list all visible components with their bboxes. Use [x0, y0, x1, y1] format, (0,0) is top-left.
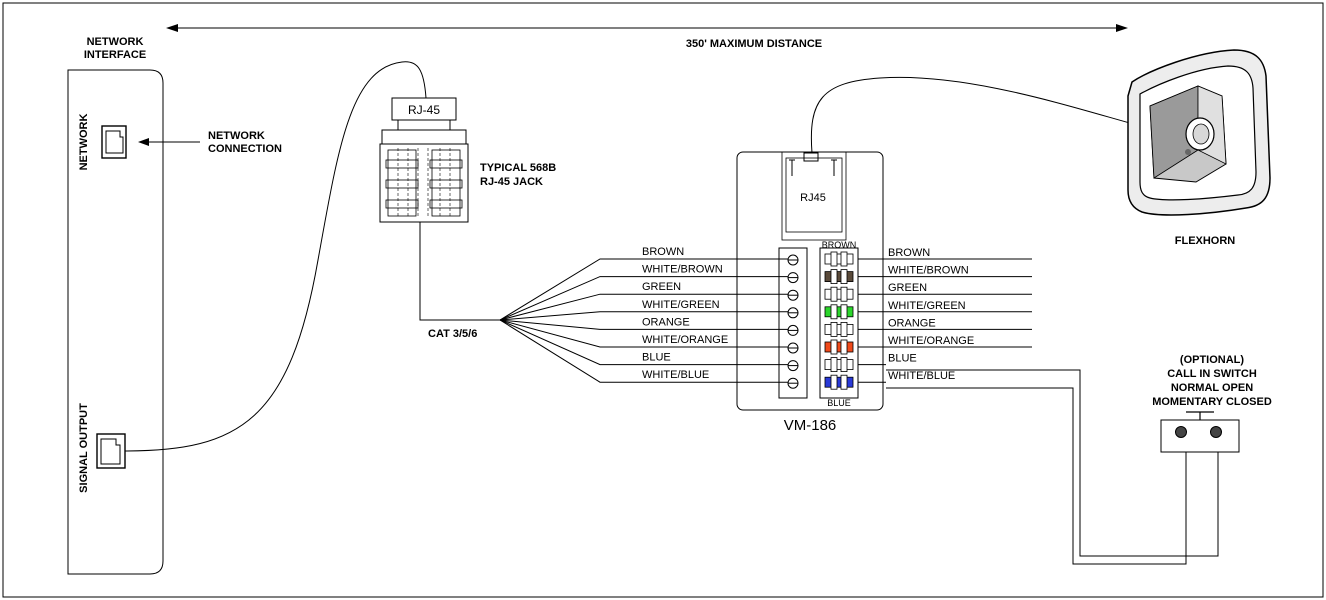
vm186-enclosure — [736, 151, 884, 411]
vm186-model-label: VM-186 — [784, 417, 837, 434]
network-interface-label-1: NETWORK — [87, 36, 144, 48]
jack-label-1: TYPICAL 568B — [480, 162, 556, 174]
switch-label-3: NORMAL OPEN — [1171, 382, 1253, 394]
screw-terminal — [787, 254, 799, 266]
distance-arrow — [166, 24, 1128, 32]
wire-left-label: WHITE/GREEN — [642, 299, 720, 311]
wire-left-0 — [499, 258, 793, 321]
switch-wire-blue — [886, 369, 1219, 557]
call-in-switch-icon — [1160, 411, 1240, 453]
wire-right-label: WHITE/BROWN — [888, 265, 969, 277]
switch-wire-white-blue — [886, 387, 1187, 565]
wire-left-3 — [499, 311, 793, 321]
wire-right-label: BLUE — [888, 353, 917, 365]
spring-terminals — [824, 251, 854, 390]
network-port-label: NETWORK — [78, 114, 90, 171]
spring-terminal — [824, 321, 854, 337]
switch-label-1: (OPTIONAL) — [1180, 354, 1244, 366]
network-connection-arrow — [138, 138, 200, 146]
wire-left-label: WHITE/BROWN — [642, 264, 723, 276]
wire-right-label: BROWN — [888, 247, 930, 259]
wire-left-label: WHITE/BLUE — [642, 369, 709, 381]
spring-terminal — [824, 374, 854, 390]
network-connection-label-2: CONNECTION — [208, 143, 282, 155]
wires-left: BROWN WHITE/BROWN GREEN WHITE/GREEN ORANGE WH… — [499, 246, 793, 383]
terminal-top-label: BROWN — [822, 240, 857, 250]
spring-terminal — [824, 269, 854, 285]
wire-left-label: BLUE — [642, 352, 671, 364]
cat-cable — [419, 222, 500, 321]
screw-terminal — [787, 324, 799, 336]
rj45-plug-label: RJ-45 — [408, 103, 440, 117]
spring-terminal — [824, 339, 854, 355]
cable-label: CAT 3/5/6 — [428, 328, 477, 340]
spring-terminal — [824, 357, 854, 373]
spring-terminal — [824, 286, 854, 302]
wire-left-1 — [499, 276, 793, 321]
terminal-bottom-label: BLUE — [827, 398, 851, 408]
wire-left-6 — [499, 319, 793, 366]
screw-terminal — [787, 272, 799, 284]
wire-left-label: WHITE/ORANGE — [642, 334, 728, 346]
wire-right-label: WHITE/ORANGE — [888, 335, 974, 347]
flexhorn-label: FLEXHORN — [1175, 235, 1236, 247]
distance-label: 350' MAXIMUM DISTANCE — [686, 38, 822, 50]
vm186-rj45-label: RJ45 — [800, 192, 826, 204]
screw-terminal — [787, 342, 799, 354]
spring-terminal — [824, 304, 854, 320]
switch-label-4: MOMENTARY CLOSED — [1152, 396, 1272, 408]
signal-output-port-icon — [96, 433, 126, 469]
switch-label-2: CALL IN SWITCH — [1167, 368, 1257, 380]
wire-right-label: GREEN — [888, 282, 927, 294]
wire-left-label: ORANGE — [642, 316, 690, 328]
wire-left-4 — [499, 319, 793, 330]
flexhorn-cable — [810, 76, 1149, 154]
spring-terminal — [824, 251, 854, 267]
vm186-rj45-port — [781, 151, 847, 241]
wire-left-label: GREEN — [642, 281, 681, 293]
screw-terminal — [787, 307, 799, 319]
flexhorn-icon — [1127, 49, 1271, 216]
wire-left-5 — [499, 319, 793, 348]
signal-cable — [124, 61, 427, 452]
network-connection-label-1: NETWORK — [208, 130, 265, 142]
wire-left-2 — [499, 293, 793, 321]
screw-terminals — [787, 254, 799, 389]
rj45-jack — [379, 97, 469, 223]
wire-right-label: ORANGE — [888, 317, 936, 329]
wire-right-label: WHITE/BLUE — [888, 370, 955, 382]
network-port-icon — [101, 125, 127, 159]
jack-label-2: RJ-45 JACK — [480, 176, 543, 188]
wires-right: BROWN WHITE/BROWN GREEN WHITE/GREEN ORANGE WH… — [858, 247, 1032, 383]
network-interface-box — [67, 69, 164, 575]
network-interface-label-2: INTERFACE — [84, 49, 146, 61]
wire-left-label: BROWN — [642, 246, 684, 258]
screw-terminal — [787, 289, 799, 301]
screw-terminal-block — [778, 247, 808, 399]
wire-right-label: WHITE/GREEN — [888, 300, 966, 312]
spring-terminal-block — [819, 247, 859, 399]
signal-output-port-label: SIGNAL OUTPUT — [78, 403, 90, 493]
screw-terminal — [787, 377, 799, 389]
wire-left-7 — [499, 319, 793, 383]
screw-terminal — [787, 360, 799, 372]
